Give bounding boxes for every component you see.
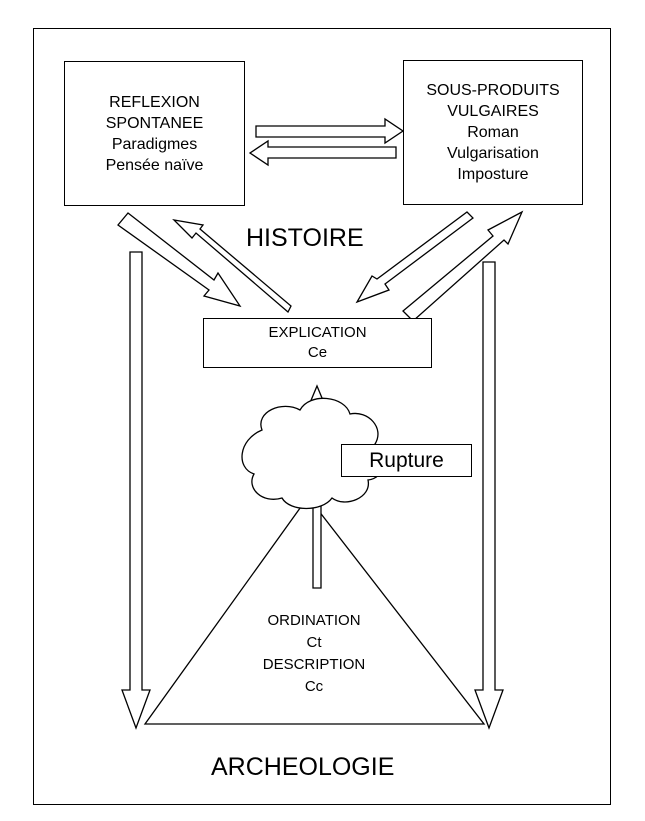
ordination-label: ORDINATION (267, 612, 361, 629)
arrow-reflexion-to-explication (117, 212, 242, 308)
sous-produits-line-vulgarisation: Vulgarisation (447, 145, 539, 162)
sous-produits-box: SOUS-PRODUITS VULGAIRES Roman Vulgarisat… (403, 60, 583, 205)
rupture-box: Rupture (341, 444, 472, 477)
outer-frame (33, 28, 611, 805)
sous-produits-title: SOUS-PRODUITS (426, 82, 560, 99)
histoire-label: HISTOIRE (246, 224, 364, 252)
reflexion-subtitle: SPONTANEE (105, 114, 204, 132)
left-down-arrow (121, 251, 151, 730)
ordination-code: Ct (306, 634, 322, 651)
reflexion-line-pensee: Pensée naïve (105, 156, 204, 174)
arrow-to-sous-produits (255, 117, 405, 145)
reflexion-line-paradigmes: Paradigmes (111, 135, 198, 153)
pyramid-triangle (143, 495, 486, 725)
sous-produits-line-imposture: Imposture (457, 166, 529, 183)
sous-produits-line-roman: Roman (467, 124, 519, 141)
arrow-explication-to-sous-produits (402, 210, 524, 322)
explication-title: EXPLICATION (268, 324, 367, 341)
reflexion-box: REFLEXION SPONTANEE Paradigmes Pensée na… (64, 61, 245, 206)
rupture-label: Rupture (369, 448, 444, 472)
archeologie-label: ARCHEOLOGIE (211, 753, 395, 781)
explication-code: Ce (307, 344, 328, 361)
cloud-shape (241, 397, 386, 510)
arrow-to-reflexion (248, 139, 397, 167)
arrow-sous-produits-to-explication (355, 211, 474, 304)
pyramid-text: ORDINATION Ct DESCRIPTION Cc (214, 610, 414, 698)
reflexion-title: REFLEXION (109, 93, 200, 111)
arrow-explication-to-reflexion (172, 219, 292, 314)
sous-produits-subtitle: VULGAIRES (447, 103, 539, 120)
description-label: DESCRIPTION (262, 656, 366, 673)
explication-box: EXPLICATION Ce (203, 318, 432, 368)
description-code: Cc (304, 678, 324, 695)
right-down-arrow (474, 261, 504, 730)
